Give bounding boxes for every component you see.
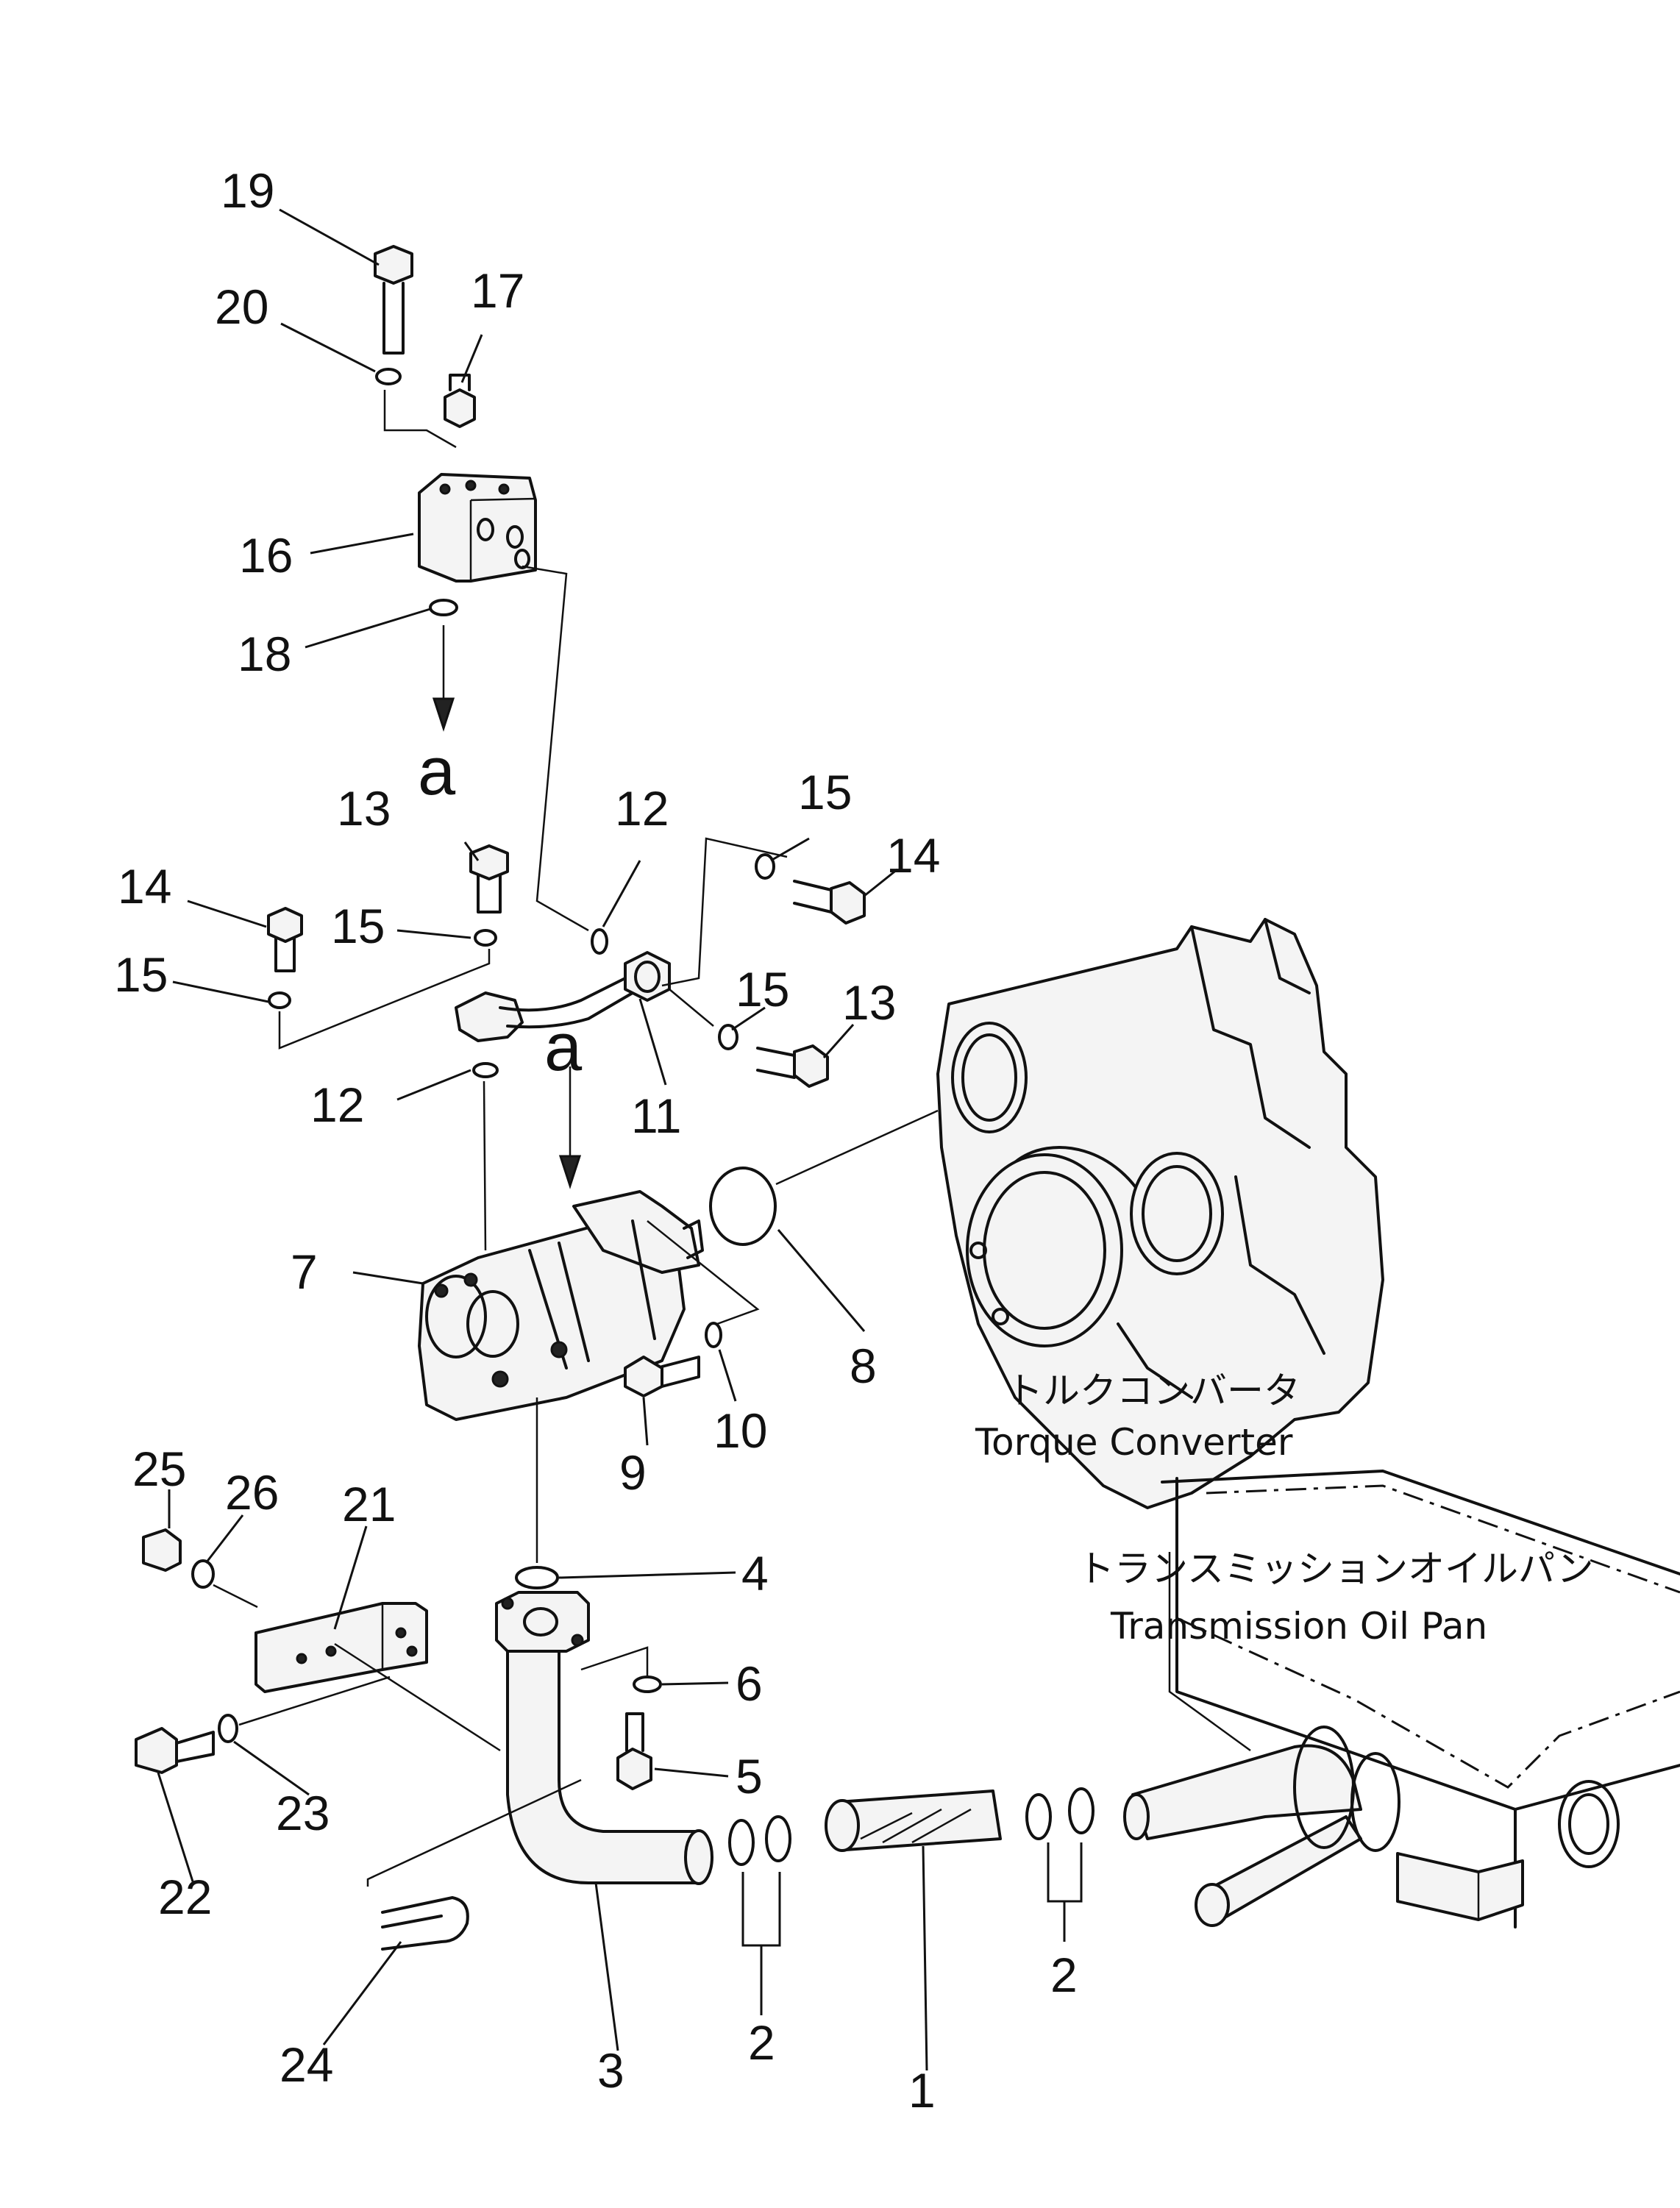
oil-pan-label-en: Transmission Oil Pan — [1110, 1605, 1487, 1648]
callout-14-left: 14 — [118, 859, 171, 914]
assembly-lines — [213, 390, 1251, 1887]
component-labels: トルクコンバータ Torque Converter トランスミッションオイルパン… — [975, 1370, 1594, 1648]
callout-14-right: 14 — [886, 828, 940, 883]
callout-2-right: 2 — [1050, 1948, 1078, 2002]
callout-12-lower: 12 — [310, 1078, 364, 1132]
o-ring-8 — [709, 1167, 777, 1246]
callout-15-left-upper: 15 — [331, 899, 385, 953]
section-mark-a-upper: a — [418, 734, 456, 809]
callout-25: 25 — [132, 1442, 186, 1496]
callout-4: 4 — [741, 1546, 769, 1600]
pump-drawing — [418, 1190, 704, 1421]
callout-10: 10 — [713, 1403, 767, 1458]
callout-15-right-lower: 15 — [736, 962, 789, 1016]
callout-9: 9 — [619, 1445, 647, 1500]
callout-17: 17 — [471, 263, 524, 318]
callout-24: 24 — [280, 2037, 333, 2092]
leader-lines — [157, 208, 1083, 2071]
callout-21: 21 — [342, 1477, 396, 1531]
torque-converter-label-en: Torque Converter — [975, 1421, 1293, 1464]
torque-converter-drawing — [936, 918, 1384, 1509]
callout-numbers: 19 20 17 16 18 13 14 15 15 12 12 11 15 1… — [114, 163, 1078, 2118]
callout-16: 16 — [239, 528, 293, 583]
transmission-oil-pan-drawing — [1161, 1470, 1680, 1929]
torque-converter-label-jp: トルクコンバータ — [1006, 1370, 1300, 1412]
callout-20: 20 — [215, 279, 268, 334]
oil-pan-label-jp: トランスミッションオイルパン — [1078, 1548, 1594, 1590]
bolt-9-drawing — [624, 1322, 722, 1397]
callout-11: 11 — [631, 1089, 682, 1143]
section-mark-a-lower: a — [544, 1010, 583, 1085]
callout-19: 19 — [221, 163, 274, 218]
bracket-drawing — [135, 1528, 662, 1951]
callout-2-left: 2 — [748, 2015, 775, 2070]
callout-13-upper: 13 — [337, 781, 391, 836]
tube-drawing — [455, 951, 671, 1042]
callout-18: 18 — [238, 627, 291, 681]
tube-fasteners-drawing — [267, 844, 866, 1088]
callout-15-left-lower: 15 — [114, 947, 168, 1002]
callout-7: 7 — [291, 1244, 318, 1299]
valve-block-drawing — [374, 245, 537, 616]
callout-23: 23 — [276, 1786, 330, 1840]
callout-26: 26 — [225, 1465, 279, 1520]
suction-pipe-assembly — [495, 1591, 1400, 1927]
callout-15-right-upper: 15 — [798, 765, 852, 819]
callout-6: 6 — [736, 1656, 763, 1711]
callout-22: 22 — [158, 1870, 212, 1924]
callout-13-right: 13 — [842, 975, 896, 1030]
callout-12-upper: 12 — [615, 781, 669, 836]
callout-3: 3 — [597, 2043, 624, 2098]
callout-5: 5 — [736, 1749, 763, 1803]
callout-8: 8 — [850, 1339, 877, 1393]
callout-1: 1 — [908, 2063, 936, 2118]
